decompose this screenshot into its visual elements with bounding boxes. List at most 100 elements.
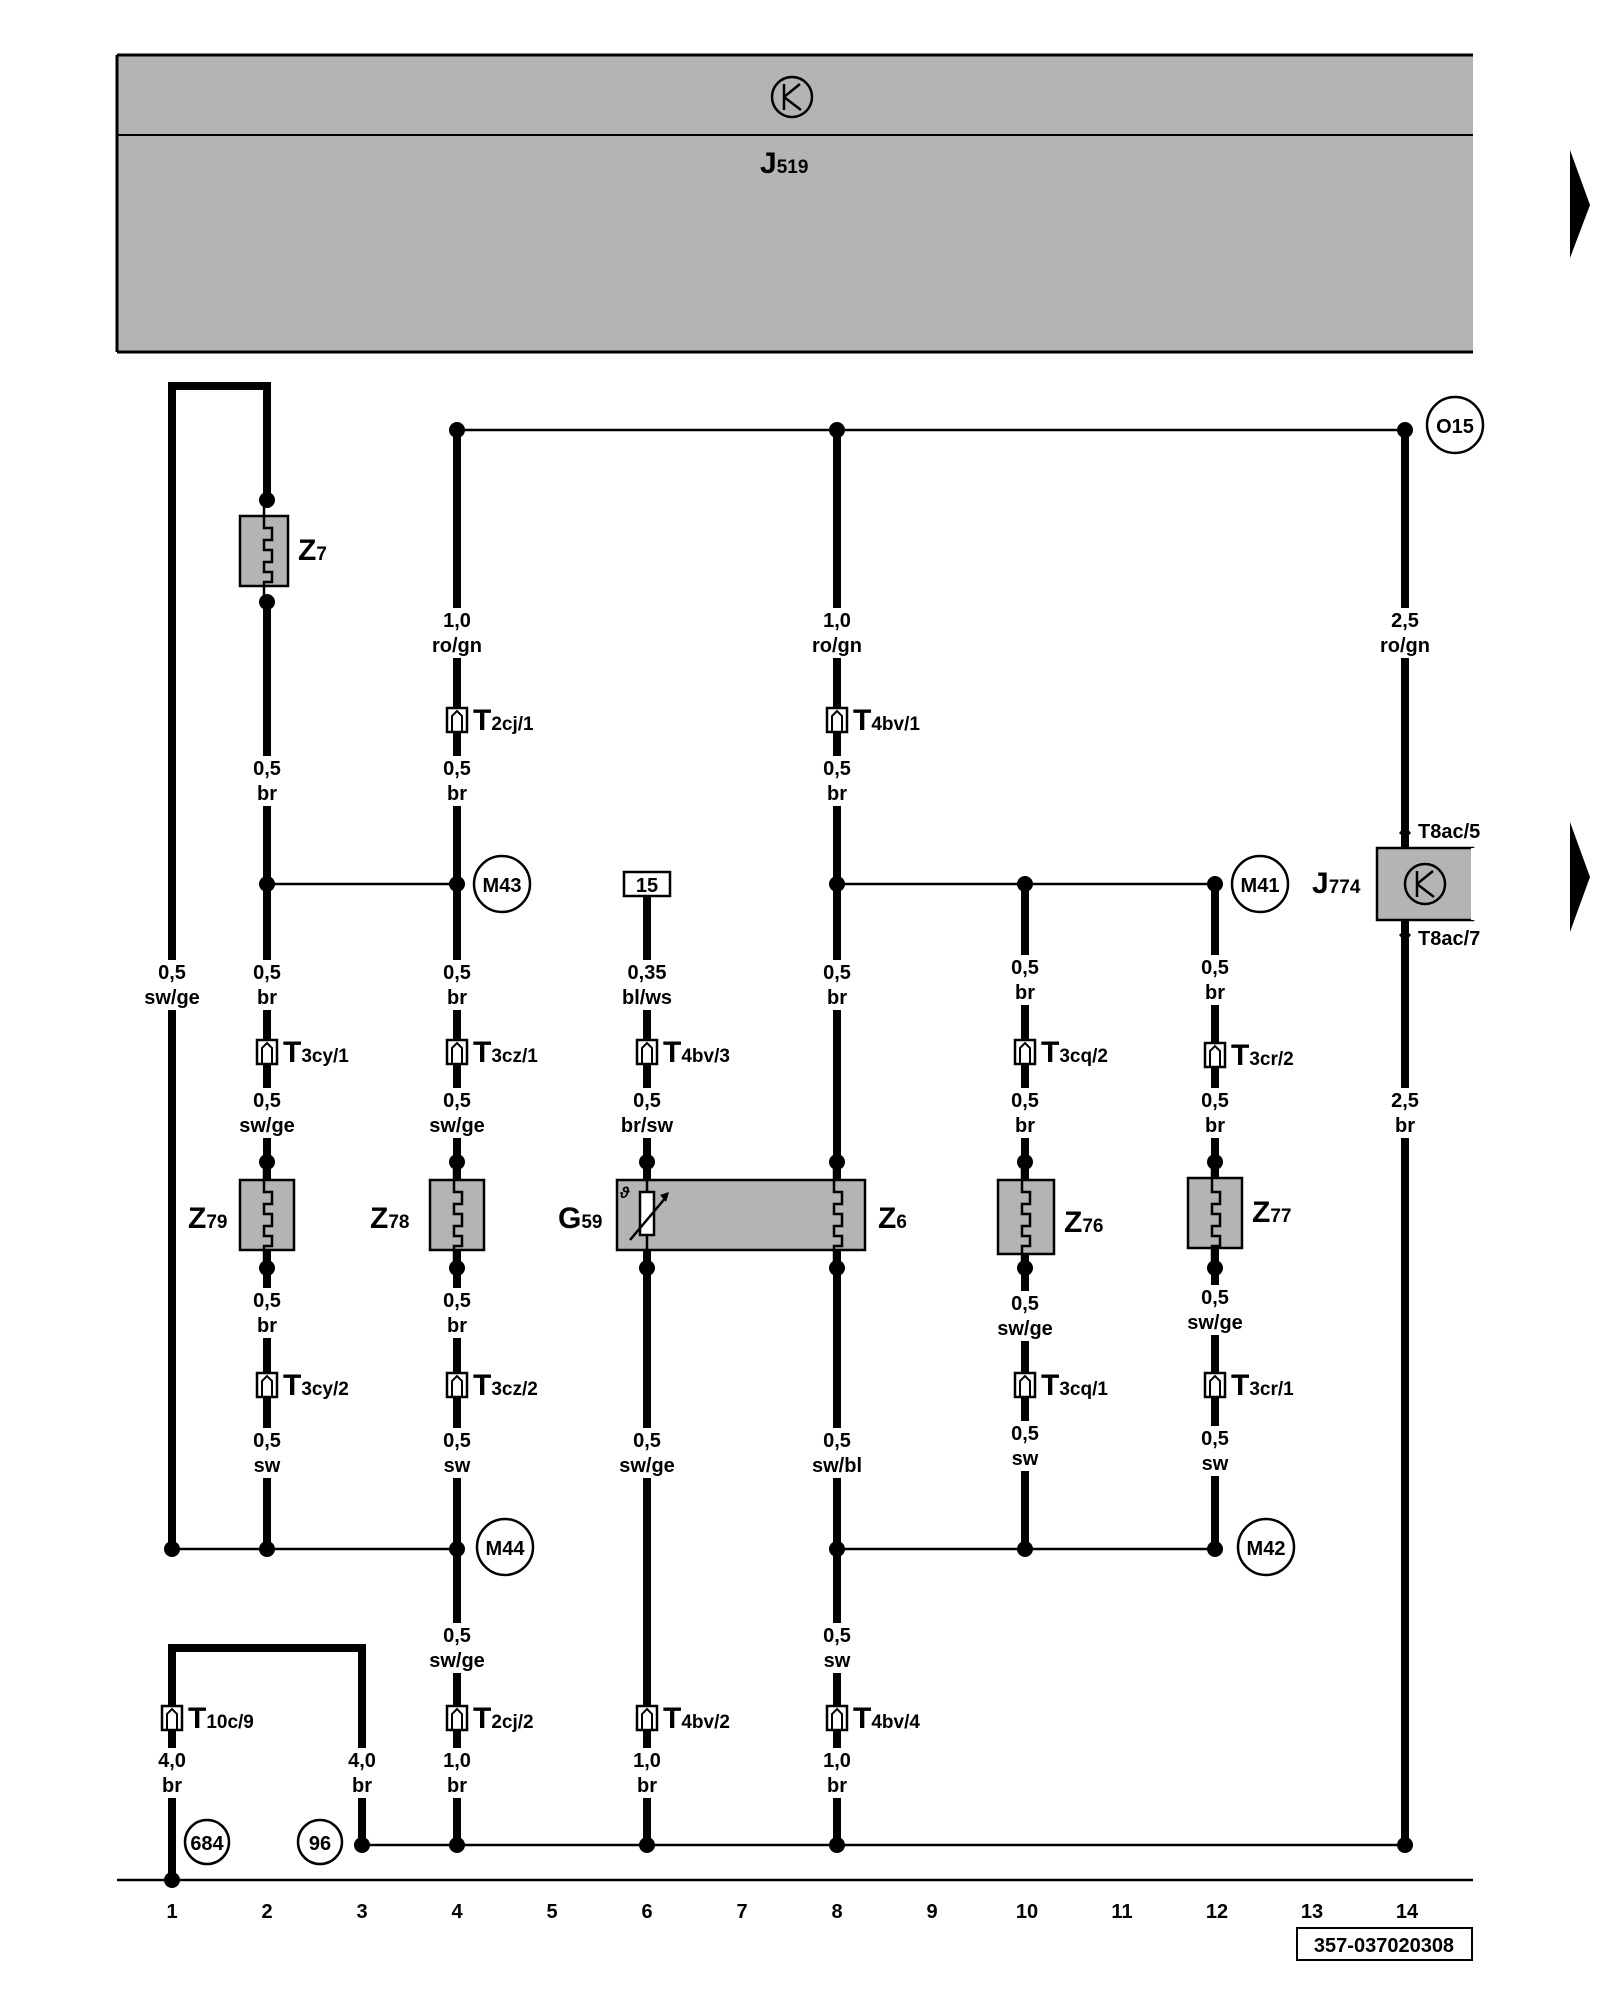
- connector-t3cr-1: T3cr/1: [1203, 1369, 1294, 1402]
- svg-text:sw/ge: sw/ge: [144, 987, 200, 1009]
- svg-text:0,5: 0,5: [443, 962, 471, 984]
- svg-text:br: br: [447, 987, 467, 1009]
- svg-text:0,5: 0,5: [1201, 1287, 1229, 1309]
- svg-text:0,5: 0,5: [823, 962, 851, 984]
- wire-label: 0,5sw: [805, 1623, 869, 1673]
- svg-text:0,5: 0,5: [1201, 1090, 1229, 1112]
- svg-text:ro/gn: ro/gn: [812, 635, 862, 657]
- svg-text:br: br: [257, 987, 277, 1009]
- svg-text:0,5: 0,5: [253, 1090, 281, 1112]
- svg-text:br: br: [1395, 1115, 1415, 1137]
- svg-text:Z76: Z76: [1064, 1206, 1103, 1239]
- wire-label: 0,5 sw: [1183, 1426, 1247, 1476]
- wire-label: 0,5 br: [1183, 1088, 1247, 1138]
- ground-m42: M42: [1247, 1538, 1286, 1560]
- svg-text:0,5: 0,5: [823, 758, 851, 780]
- svg-text:T2cj/1: T2cj/1: [473, 704, 534, 737]
- svg-text:0,35: 0,35: [628, 962, 667, 984]
- continuation-arrow-icon: [1570, 822, 1590, 932]
- svg-text:0,5: 0,5: [253, 1430, 281, 1452]
- svg-text:0,5: 0,5: [633, 1090, 661, 1112]
- connector-t3cy-1: T3cy/1: [255, 1036, 349, 1069]
- svg-text:1,0: 1,0: [823, 610, 851, 632]
- connector-t2cj-2: T2cj/2: [445, 1702, 534, 1735]
- connector-t3cy-2: T3cy/2: [255, 1369, 349, 1402]
- wire-label: 4,0br: [140, 1748, 204, 1798]
- wire-label: 1,0ro/gn: [425, 608, 489, 658]
- svg-text:sw/ge: sw/ge: [1187, 1312, 1243, 1334]
- wire-label: 1,0 br: [615, 1748, 679, 1798]
- svg-text:T4bv/1: T4bv/1: [853, 704, 920, 737]
- svg-text:T3cq/1: T3cq/1: [1041, 1369, 1108, 1402]
- wire-label: 0,5br/sw: [615, 1088, 679, 1138]
- connector-t4bv-4: T4bv/4: [825, 1702, 920, 1735]
- svg-text:0,5: 0,5: [633, 1430, 661, 1452]
- sensor-g59-heater-z6: ϑ G59 Z6: [558, 1162, 907, 1268]
- track-number: 10: [1016, 1901, 1038, 1923]
- wire-label: 0,5br: [425, 756, 489, 806]
- svg-text:T3cr/2: T3cr/2: [1231, 1039, 1294, 1072]
- svg-text:0,5: 0,5: [443, 1090, 471, 1112]
- svg-text:0,5: 0,5: [443, 1625, 471, 1647]
- svg-text:sw/ge: sw/ge: [239, 1115, 295, 1137]
- j519-label: J519: [760, 147, 808, 180]
- ground-96: 96: [309, 1833, 331, 1855]
- wire-label: 1,0br: [425, 1748, 489, 1798]
- svg-text:sw: sw: [444, 1455, 471, 1477]
- svg-text:0,5: 0,5: [443, 1430, 471, 1452]
- wire-label: 0,5sw/ge: [425, 1088, 489, 1138]
- svg-text:T3cy/1: T3cy/1: [283, 1036, 349, 1069]
- svg-text:15: 15: [636, 875, 658, 897]
- connector-t3cz-2: T3cz/2: [445, 1369, 538, 1402]
- svg-text:T3cq/2: T3cq/2: [1041, 1036, 1108, 1069]
- connector-t4bv-2: T4bv/2: [635, 1702, 730, 1735]
- svg-text:0,5: 0,5: [1201, 1428, 1229, 1450]
- svg-text:T3cz/2: T3cz/2: [473, 1369, 538, 1402]
- wire-label: 0,5sw: [993, 1421, 1057, 1471]
- svg-text:br: br: [352, 1775, 372, 1797]
- svg-text:br: br: [1205, 1115, 1225, 1137]
- svg-text:0,5: 0,5: [253, 962, 281, 984]
- wire-label: 0,5 sw: [425, 1428, 489, 1478]
- svg-text:sw: sw: [254, 1455, 281, 1477]
- track-number: 2: [261, 1901, 272, 1923]
- wire-label: 0,5 br: [805, 756, 869, 806]
- connector-t4bv-3: T4bv/3: [635, 1036, 730, 1069]
- wire-label: 0,5 sw/ge: [1183, 1285, 1247, 1335]
- svg-text:0,5: 0,5: [1011, 957, 1039, 979]
- svg-text:1,0: 1,0: [633, 1750, 661, 1772]
- svg-text:G59: G59: [558, 1202, 602, 1235]
- svg-text:0,5: 0,5: [443, 758, 471, 780]
- connector-t3cz-1: T3cz/1: [445, 1036, 538, 1069]
- wire-label: 2,5br: [1373, 1088, 1437, 1138]
- track-number: 7: [736, 1901, 747, 1923]
- svg-text:Z6: Z6: [878, 1202, 907, 1235]
- svg-text:br: br: [1015, 982, 1035, 1004]
- transistor-icon: [770, 75, 814, 119]
- heater-z76: Z76: [996, 1162, 1103, 1268]
- track-number: 6: [641, 1901, 652, 1923]
- ground-o15: O15: [1436, 416, 1474, 438]
- svg-text:357-037020308: 357-037020308: [1314, 1935, 1454, 1957]
- svg-text:br: br: [1205, 982, 1225, 1004]
- bus-lines: [117, 428, 1473, 1882]
- wire-label: 1,0br: [805, 1748, 869, 1798]
- control-unit-j774: J774 T8ac/5 T8ac/7: [1312, 821, 1480, 950]
- track-number: 5: [546, 1901, 557, 1923]
- svg-text:br: br: [827, 987, 847, 1009]
- wire-label: 0,5 sw: [235, 1428, 299, 1478]
- svg-text:0,5: 0,5: [823, 1625, 851, 1647]
- heater-z79: Z79: [188, 1162, 296, 1268]
- wire-label: 0,5 sw/ge: [235, 1088, 299, 1138]
- continuation-arrow-icon: [1570, 150, 1590, 258]
- svg-text:sw: sw: [1202, 1453, 1229, 1475]
- wire-label: 0,5 br: [425, 960, 489, 1010]
- svg-text:T8ac/7: T8ac/7: [1418, 928, 1480, 950]
- wire-label: 0,5br: [235, 1288, 299, 1338]
- svg-text:br: br: [827, 783, 847, 805]
- svg-text:sw/ge: sw/ge: [997, 1318, 1053, 1340]
- svg-text:br: br: [637, 1775, 657, 1797]
- connector-t2cj-1: T2cj/1: [445, 704, 534, 737]
- wire-label: 0,5sw/ge: [140, 960, 204, 1010]
